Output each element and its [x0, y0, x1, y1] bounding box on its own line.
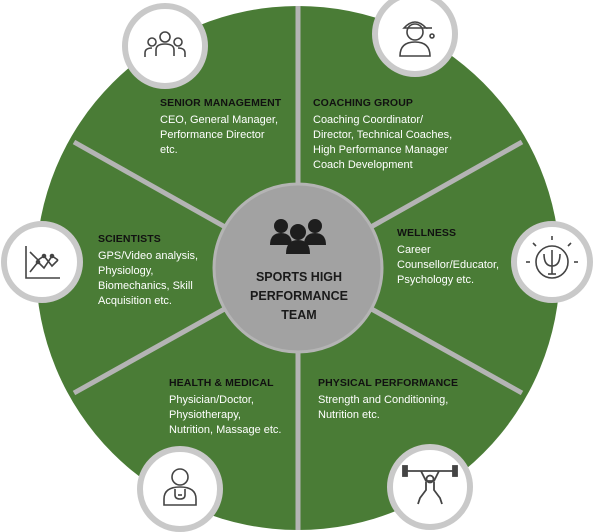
- segment-physical-performance: PHYSICAL PERFORMANCE Strength and Condit…: [318, 377, 488, 423]
- segment-coaching-group: COACHING GROUP Coaching Coordinator/ Dir…: [313, 97, 483, 173]
- segment-title: PHYSICAL PERFORMANCE: [318, 377, 459, 389]
- analytics-chart-icon: [25, 246, 60, 279]
- segment-description: GPS/Video analysis, Physiology, Biomecha…: [98, 250, 199, 307]
- segment-dividers: [72, 6, 524, 530]
- weightlifting-icon: [402, 465, 458, 505]
- team-icon: [270, 219, 326, 254]
- segment-scientists: SCIENTISTS GPS/Video analysis, Physiolog…: [98, 233, 228, 309]
- center-title: SPORTS HIGH PERFORMANCE TEAM: [250, 270, 348, 322]
- badge-coaching-group: [372, 0, 458, 77]
- segment-description: Career Counsellor/Educator, Psychology e…: [397, 244, 500, 286]
- psychology-icon: [526, 236, 578, 279]
- center-hub: [212, 182, 384, 354]
- badge-wellness: [511, 221, 593, 303]
- segment-title: COACHING GROUP: [313, 97, 413, 109]
- segment-title: SENIOR MANAGEMENT: [160, 97, 282, 109]
- badge-scientists: [1, 221, 83, 303]
- segment-title: HEALTH & MEDICAL: [169, 377, 274, 389]
- segment-description: Strength and Conditioning, Nutrition etc…: [318, 394, 449, 421]
- badge-health-medical: [137, 446, 223, 532]
- badge-physical-performance: [387, 444, 473, 530]
- segment-title: SCIENTISTS: [98, 233, 161, 245]
- coach-icon: [399, 21, 435, 57]
- segment-title: WELLNESS: [397, 227, 457, 239]
- segment-description: Coaching Coordinator/ Director, Technica…: [313, 114, 453, 171]
- badge-senior-management: [122, 3, 208, 89]
- management-group-icon: [144, 31, 186, 57]
- doctor-icon: [163, 468, 197, 506]
- segment-health-medical: HEALTH & MEDICAL Physician/Doctor, Physi…: [169, 377, 297, 438]
- segment-wellness: WELLNESS Career Counsellor/Educator, Psy…: [397, 227, 515, 288]
- segment-description: Physician/Doctor, Physiotherapy, Nutriti…: [169, 394, 282, 436]
- segment-description: CEO, General Manager, Performance Direct…: [160, 114, 279, 156]
- segment-senior-management: SENIOR MANAGEMENT CEO, General Manager, …: [160, 97, 295, 158]
